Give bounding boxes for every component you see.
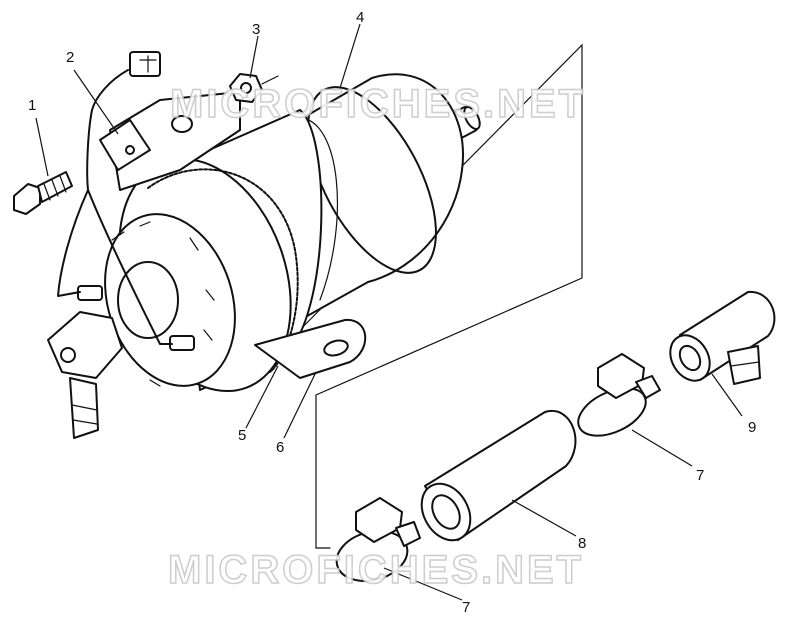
hose-clamp-upper [577, 353, 661, 437]
nut [229, 73, 279, 103]
screw [13, 171, 73, 215]
wiring-harness [57, 51, 173, 345]
fuel-hose [420, 409, 577, 542]
callout-9: 9 [748, 419, 757, 436]
callout-5: 5 [238, 427, 247, 444]
callout-1: 1 [28, 97, 37, 114]
callout-8: 8 [578, 535, 587, 552]
callout-2: 2 [66, 49, 75, 66]
elbow-fitting [669, 290, 776, 385]
watermark-top: MICROFICHES.NET [169, 81, 587, 127]
callout-6: 6 [276, 439, 285, 456]
callout-3: 3 [252, 21, 261, 38]
callout-7-upper: 7 [696, 467, 705, 484]
leader-lines [35, 23, 743, 601]
fuel-pump-body [47, 73, 481, 439]
watermark-bottom: MICROFICHES.NET [167, 547, 585, 593]
hose-clamp-lower [335, 497, 421, 582]
callout-7-lower: 7 [462, 599, 471, 616]
explode-reference-frame [277, 43, 583, 549]
callout-4: 4 [356, 9, 365, 26]
